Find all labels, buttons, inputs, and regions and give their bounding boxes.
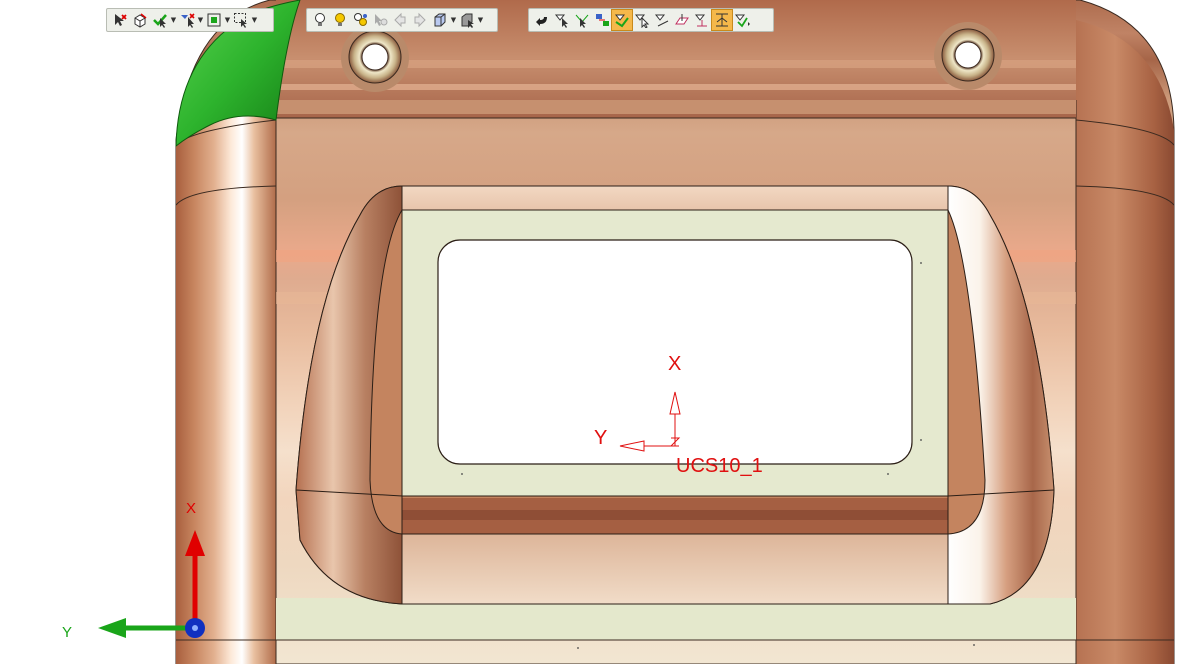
arrow-left-disabled-icon[interactable] xyxy=(390,10,410,30)
selection-toolbar: ▼ ▼ ▼ ▼ xyxy=(106,8,274,32)
triad-y-label: Y xyxy=(62,624,73,641)
snap-perpendicular-icon[interactable] xyxy=(692,10,712,30)
ucs-axis-x-label: X xyxy=(668,353,682,375)
lightbulb-group-icon[interactable] xyxy=(350,10,370,30)
rectangle-selection-icon[interactable] xyxy=(231,10,251,30)
select-box-green-icon[interactable] xyxy=(204,10,224,30)
mounting-boss-left[interactable] xyxy=(341,24,409,92)
global-axis-triad xyxy=(98,530,205,638)
undo-curve-icon[interactable] xyxy=(532,10,552,30)
snap-more-icon[interactable] xyxy=(732,10,752,30)
chevron-down-icon[interactable]: ▼ xyxy=(477,16,484,24)
triad-x-label: X xyxy=(186,500,197,517)
chevron-down-icon[interactable]: ▼ xyxy=(170,16,177,24)
chevron-down-icon[interactable]: ▼ xyxy=(450,16,457,24)
snap-quadrant-icon[interactable] xyxy=(672,10,692,30)
snap-toolbar xyxy=(528,8,774,32)
ucs-coordinate-system[interactable] xyxy=(619,391,681,452)
arrow-right-disabled-icon[interactable] xyxy=(410,10,430,30)
snap-point-icon[interactable] xyxy=(552,10,572,30)
render-mode-icon[interactable] xyxy=(457,10,477,30)
snap-intersection-icon[interactable] xyxy=(611,9,633,31)
ucs-axis-y-label: Y xyxy=(594,427,608,449)
snap-endpoint-icon[interactable] xyxy=(572,10,592,30)
deselect-arrow-icon[interactable] xyxy=(110,10,130,30)
snap-tangent-icon[interactable] xyxy=(652,10,672,30)
chevron-down-icon[interactable]: ▼ xyxy=(197,16,204,24)
ucs-name-label[interactable]: UCS10_1 xyxy=(676,455,763,477)
chevron-down-icon[interactable]: ▼ xyxy=(251,16,258,24)
chevron-down-icon[interactable]: ▼ xyxy=(224,16,231,24)
snap-center-icon[interactable] xyxy=(632,10,652,30)
highlighted-surface[interactable] xyxy=(175,0,301,148)
lightbulb-off-icon[interactable] xyxy=(310,10,330,30)
filter-arrow-red-icon[interactable] xyxy=(177,10,197,30)
select-feature-cube-icon[interactable] xyxy=(130,10,150,30)
snap-grid-icon[interactable] xyxy=(711,9,733,31)
view-cube-icon[interactable] xyxy=(430,10,450,30)
mounting-boss-right[interactable] xyxy=(934,22,1002,90)
snap-midpoint-icon[interactable] xyxy=(592,10,612,30)
cursor-bulb-disabled-icon[interactable] xyxy=(370,10,390,30)
lightbulb-on-icon[interactable] xyxy=(330,10,350,30)
view-toolbar: ▼ ▼ xyxy=(306,8,498,32)
select-green-check-arrow-icon[interactable] xyxy=(150,10,170,30)
